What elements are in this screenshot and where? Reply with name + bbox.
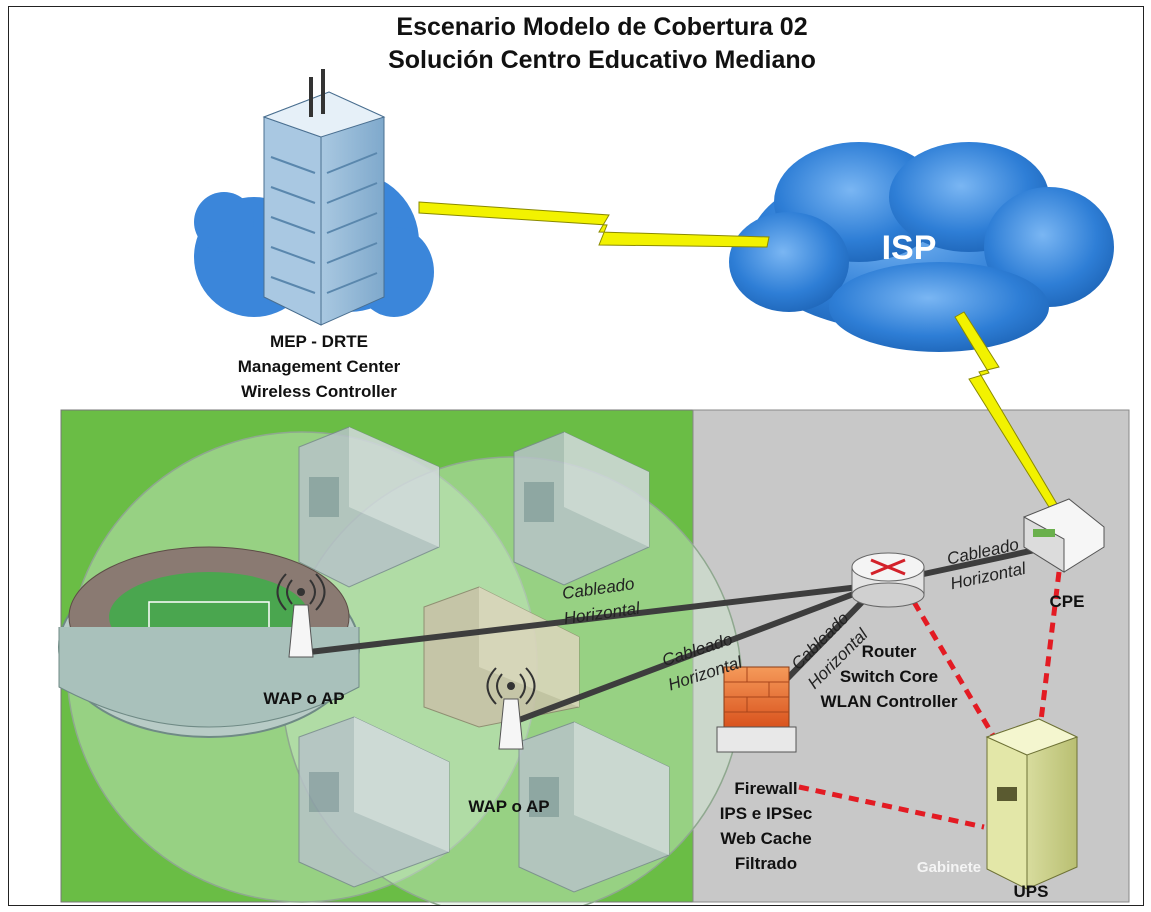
router-label-line2: Switch Core — [840, 667, 938, 686]
firewall-label-line3: Web Cache — [720, 829, 811, 848]
router-icon — [851, 552, 925, 608]
wap2-icon — [486, 667, 536, 750]
cpe-label: CPE — [1050, 592, 1085, 611]
school-building-icon — [298, 426, 440, 588]
cpe-icon — [1023, 498, 1105, 573]
router-label-line3: WLAN Controller — [821, 692, 958, 711]
firewall-icon — [716, 666, 797, 753]
mep-label-line3: Wireless Controller — [241, 382, 397, 401]
school-building-icon — [518, 721, 670, 893]
wap2-label: WAP o AP — [468, 797, 549, 816]
school-building-icon — [298, 716, 450, 888]
firewall-label-line2: IPS e IPSec — [720, 804, 813, 823]
stadium-icon — [58, 546, 360, 738]
firewall-label-line1: Firewall — [734, 779, 797, 798]
wap1-icon — [276, 573, 326, 658]
mep-building-icon — [194, 69, 434, 326]
horizontal-cabling — [298, 544, 1052, 726]
ups-label: UPS — [1014, 882, 1049, 901]
power-links — [798, 571, 1062, 830]
firewall-label-line4: Filtrado — [735, 854, 797, 873]
diagram-title-line1: Escenario Modelo de Cobertura 02 — [396, 13, 807, 41]
network-diagram: Escenario Modelo de Cobertura 02 Solució… — [58, 13, 1130, 912]
mep-label-line1: MEP - DRTE — [270, 332, 368, 351]
wap1-label: WAP o AP — [263, 689, 344, 708]
isp-cloud-icon — [729, 142, 1114, 352]
diagram-frame: Escenario Modelo de Cobertura 02 Solució… — [8, 6, 1144, 912]
gabinete-label: Gabinete — [917, 859, 981, 876]
router-label-line1: Router — [862, 642, 917, 661]
mep-label-line2: Management Center — [238, 357, 401, 376]
ups-icon — [985, 718, 1079, 890]
diagram-title-line2: Solución Centro Educativo Mediano — [388, 46, 816, 74]
school-building-icon — [513, 431, 650, 586]
isp-label: ISP — [882, 229, 937, 267]
wan-link-hq-isp — [418, 201, 770, 248]
